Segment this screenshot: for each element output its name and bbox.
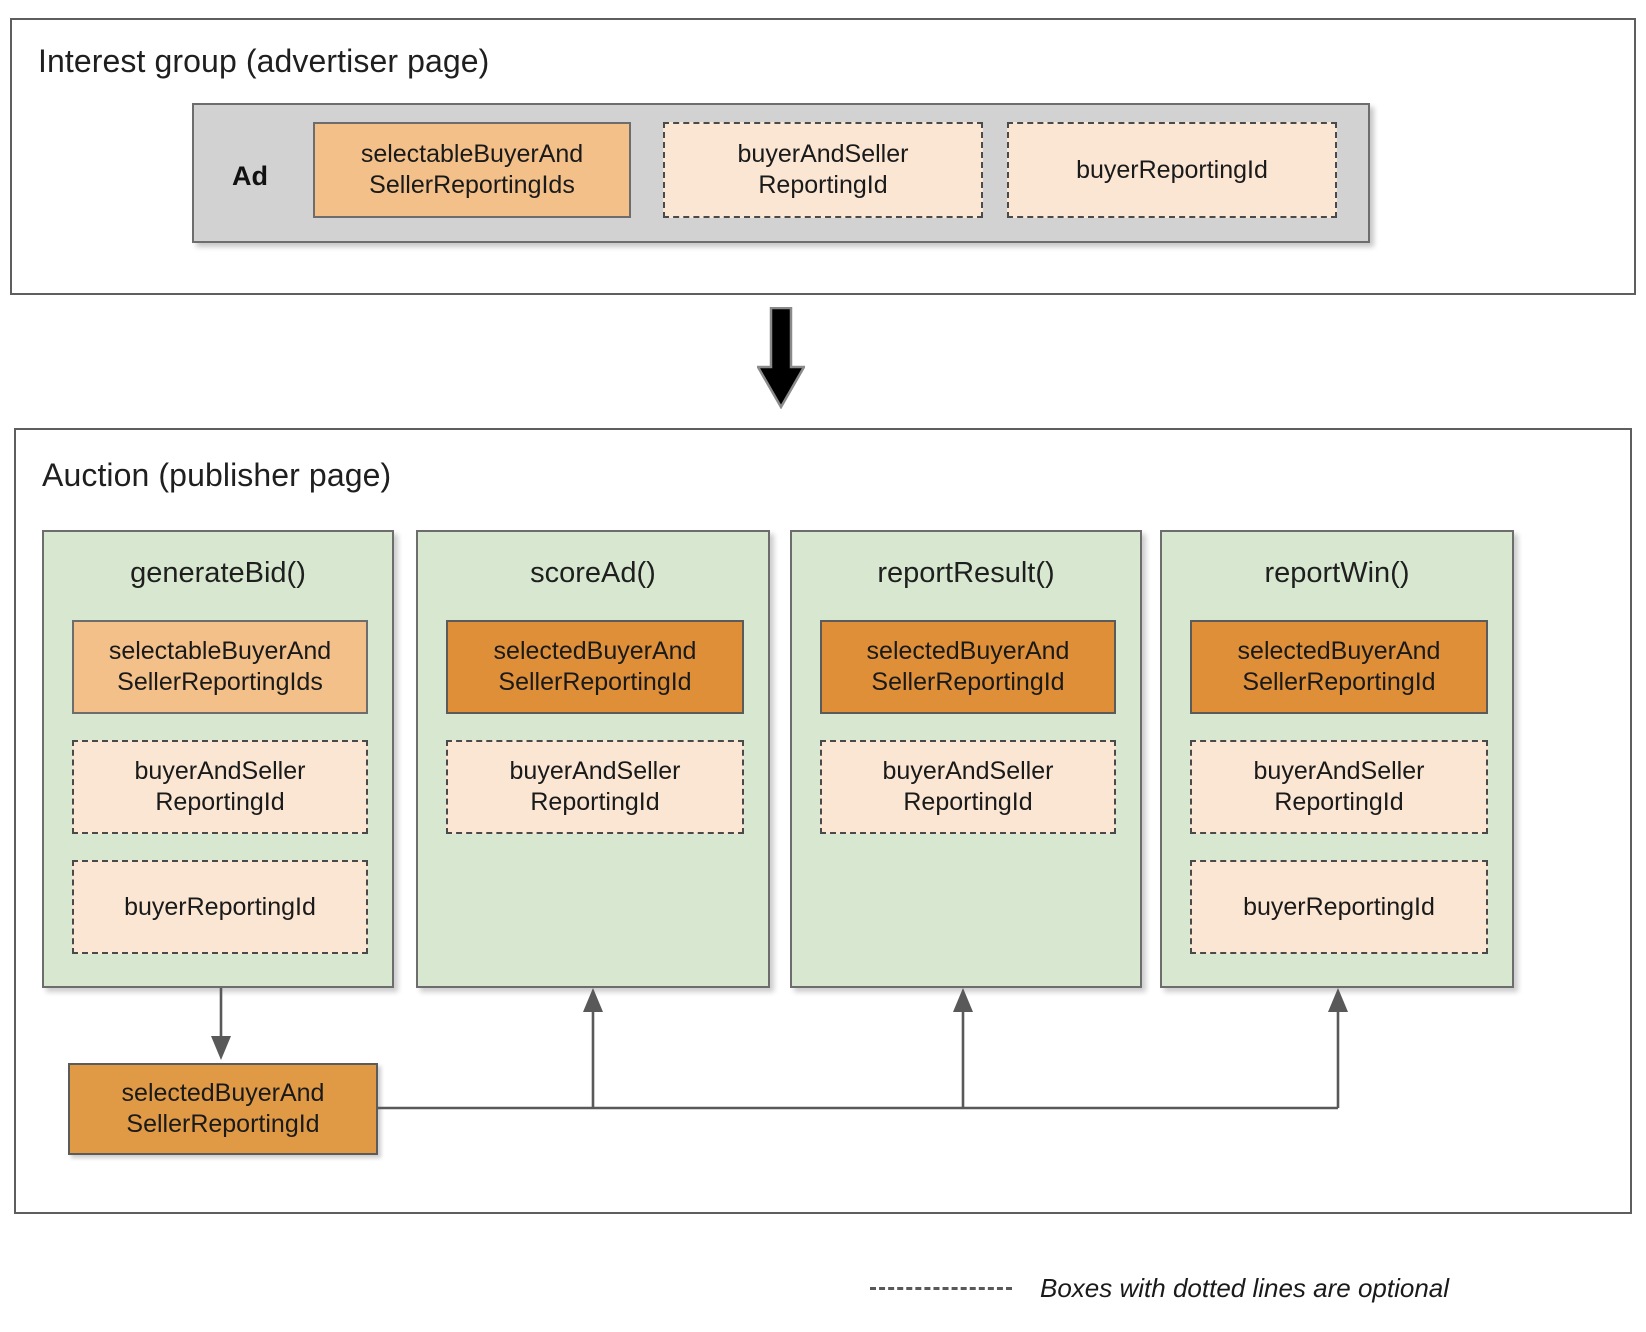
- function-column-reportwin: reportWin() selectedBuyerAnd SellerRepor…: [1160, 530, 1514, 988]
- function-name-reportwin: reportWin(): [1264, 557, 1410, 589]
- generatebid-box-selectable-buyer-and-seller-reporting-ids: selectableBuyerAnd SellerReportingIds: [72, 620, 368, 714]
- function-column-reportresult: reportResult() selectedBuyerAnd SellerRe…: [790, 530, 1142, 988]
- function-name-generatebid: generateBid(): [130, 557, 306, 589]
- box-label: buyerReportingId: [124, 892, 316, 921]
- box-label: selectedBuyerAnd SellerReportingId: [1237, 637, 1441, 696]
- box-label: buyerAndSeller ReportingId: [509, 757, 681, 816]
- box-label: buyerReportingId: [1076, 155, 1268, 184]
- function-name-reportresult: reportResult(): [877, 557, 1055, 589]
- box-label: buyerReportingId: [1243, 892, 1435, 921]
- down-arrow-icon: [757, 307, 805, 409]
- legend-text: Boxes with dotted lines are optional: [1040, 1272, 1450, 1303]
- generatebid-box-buyer-reporting-id: buyerReportingId: [72, 860, 368, 954]
- ad-box-selectable-buyer-and-seller-reporting-ids: selectableBuyerAnd SellerReportingIds: [313, 122, 631, 218]
- function-column-generatebid: generateBid() selectableBuyerAnd SellerR…: [42, 530, 394, 988]
- ad-box-buyer-and-seller-reporting-id: buyerAndSeller ReportingId: [663, 122, 983, 218]
- box-label: selectedBuyerAnd SellerReportingId: [493, 637, 697, 696]
- box-label: selectedBuyerAnd SellerReportingId: [121, 1079, 325, 1138]
- box-label: buyerAndSeller ReportingId: [134, 757, 306, 816]
- box-label: selectableBuyerAnd SellerReportingIds: [360, 140, 584, 199]
- function-column-scoread: scoreAd() selectedBuyerAnd SellerReporti…: [416, 530, 770, 988]
- legend-dashed-line-swatch: [870, 1286, 1012, 1290]
- reportwin-box-buyer-and-seller-reporting-id: buyerAndSeller ReportingId: [1190, 740, 1488, 834]
- box-label: selectableBuyerAnd SellerReportingIds: [108, 637, 332, 696]
- auction-title: Auction (publisher page): [42, 457, 392, 493]
- reportwin-box-buyer-reporting-id: buyerReportingId: [1190, 860, 1488, 954]
- scoread-box-selected-buyer-and-seller-reporting-id: selectedBuyerAnd SellerReportingId: [446, 620, 744, 714]
- box-label: selectedBuyerAnd SellerReportingId: [866, 637, 1070, 696]
- ad-label: Ad: [232, 161, 268, 191]
- reportresult-box-selected-buyer-and-seller-reporting-id: selectedBuyerAnd SellerReportingId: [820, 620, 1116, 714]
- scoread-box-buyer-and-seller-reporting-id: buyerAndSeller ReportingId: [446, 740, 744, 834]
- auction-output-box-selected-buyer-and-seller-reporting-id: selectedBuyerAnd SellerReportingId: [68, 1063, 378, 1155]
- reportwin-box-selected-buyer-and-seller-reporting-id: selectedBuyerAnd SellerReportingId: [1190, 620, 1488, 714]
- reportresult-box-buyer-and-seller-reporting-id: buyerAndSeller ReportingId: [820, 740, 1116, 834]
- function-name-scoread: scoreAd(): [530, 557, 656, 589]
- ad-box-buyer-reporting-id: buyerReportingId: [1007, 122, 1337, 218]
- interest-group-title: Interest group (advertiser page): [38, 43, 490, 79]
- generatebid-box-buyer-and-seller-reporting-id: buyerAndSeller ReportingId: [72, 740, 368, 834]
- box-label: buyerAndSeller ReportingId: [1253, 757, 1425, 816]
- legend: Boxes with dotted lines are optional: [870, 1268, 1610, 1308]
- box-label: buyerAndSeller ReportingId: [882, 757, 1054, 816]
- box-label: buyerAndSeller ReportingId: [737, 140, 909, 199]
